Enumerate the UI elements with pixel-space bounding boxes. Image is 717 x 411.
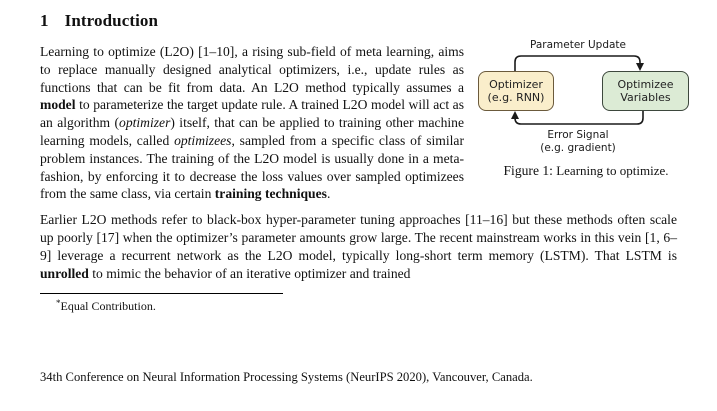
section-number: 1 — [40, 11, 49, 30]
figure-arrows — [511, 55, 644, 125]
footnote-marker: * — [56, 298, 61, 309]
paragraph-2-text: Earlier L2O methods refer to black-box h… — [40, 212, 677, 281]
error-signal-sublabel: (e.g. gradient) — [540, 142, 616, 154]
paragraph-2: Earlier L2O methods refer to black-box h… — [40, 211, 677, 282]
figure-1: Parameter Update Optimizer (e.g. RNN) Op… — [472, 27, 700, 184]
section-heading: 1 Introduction — [40, 11, 677, 31]
footnote: *Equal Contribution. — [40, 298, 677, 314]
optimizee-box-line2: Variables — [620, 91, 671, 104]
optimizee-box: Optimizee Variables — [602, 71, 689, 111]
optimizer-box: Optimizer (e.g. RNN) — [478, 71, 554, 111]
section-title: Introduction — [64, 11, 159, 30]
figure-caption-text: Learning to optimize. — [556, 163, 669, 178]
error-signal-label: Error Signal — [547, 129, 609, 141]
parameter-update-label: Parameter Update — [530, 39, 626, 51]
parameter-update-arrow-line — [514, 55, 641, 71]
conference-footer: 34th Conference on Neural Information Pr… — [40, 370, 533, 384]
error-signal-arrow-line — [514, 111, 644, 125]
optimizee-box-line1: Optimizee — [617, 77, 674, 91]
figure-caption: Figure 1: Learning to optimize. — [472, 162, 700, 180]
paragraph-1-text: Learning to optimize (L2O) [1–10], a ris… — [40, 44, 464, 202]
optimizer-box-line2: (e.g. RNN) — [487, 91, 545, 104]
parameter-update-arrowhead — [636, 63, 644, 71]
paragraph-1: Parameter Update Optimizer (e.g. RNN) Op… — [40, 39, 689, 203]
footnote-text: Equal Contribution. — [60, 299, 156, 314]
error-signal-arrowhead — [511, 111, 519, 119]
figure-caption-label: Figure 1: — [503, 163, 553, 178]
optimizer-box-line1: Optimizer — [489, 77, 543, 91]
footnote-rule — [40, 293, 283, 295]
